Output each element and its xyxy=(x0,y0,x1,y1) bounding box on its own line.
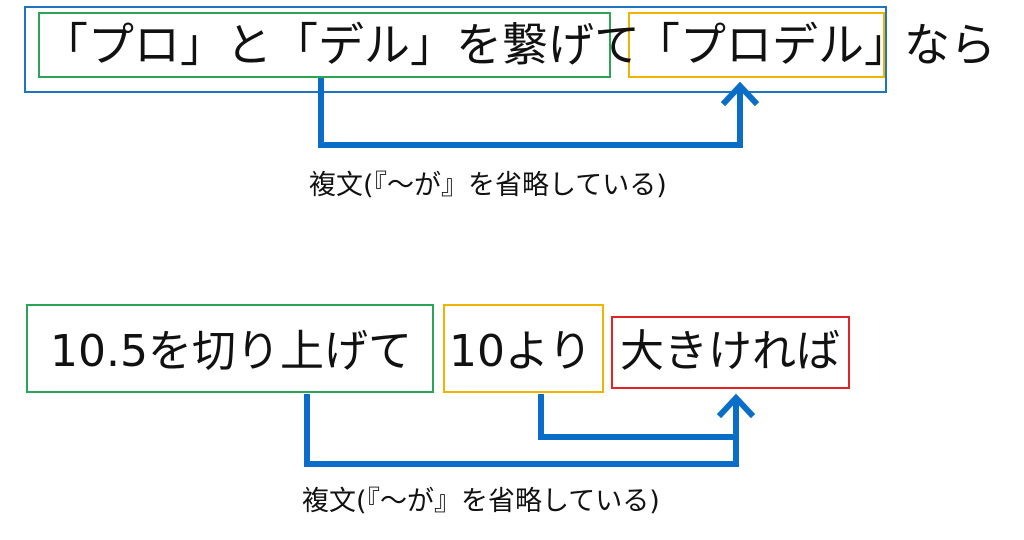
example-2-connector-inner xyxy=(538,394,739,440)
example-2-caption: 複文(『～が』を省略している) xyxy=(302,486,660,517)
example-1-clause-b-text: 「プロデル」 xyxy=(634,18,910,72)
example-2-connector-outer xyxy=(304,394,739,467)
example-2-clause-a-text: 10.5を切り上げて xyxy=(50,326,412,377)
example-1-tail-text: なら xyxy=(904,18,996,72)
example-2-clause-c-text: 大きければ xyxy=(620,326,840,377)
example-1-caption: 複文(『～が』を省略している) xyxy=(309,170,667,201)
example-1-clause-a-box xyxy=(38,12,611,78)
example-1-clause-a-text: 「プロ」と「デル」を繋げて xyxy=(42,18,640,72)
example-1-clause-b-box xyxy=(628,12,885,78)
example-2-clause-b-box xyxy=(443,304,604,393)
example-2-clause-b-text: 10より xyxy=(449,326,593,377)
example-2-clause-a-box xyxy=(26,304,434,393)
example-2-clause-c-box xyxy=(611,316,850,389)
arrow-up-icon xyxy=(716,393,756,419)
